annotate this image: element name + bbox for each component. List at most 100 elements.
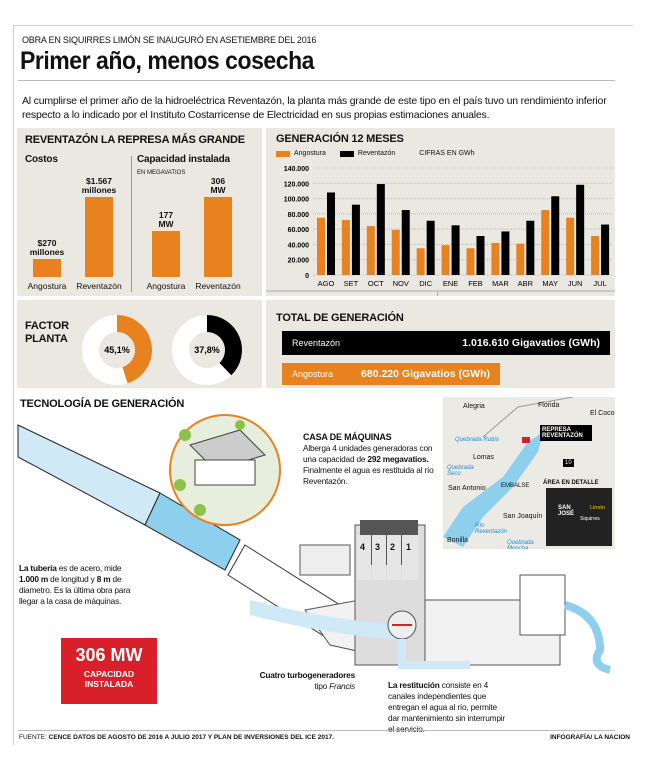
page-title: Primer año, menos cosecha [20, 47, 315, 75]
kicker: OBRA EN SIQUIRRES LIMÓN SE INAUGURÓ EN A… [22, 35, 317, 45]
y-tick-label: 80.000 [288, 212, 310, 219]
donut-label: 37,8% [194, 345, 220, 355]
year-label: 2016 [326, 295, 343, 296]
legend-label: Reventazón [357, 150, 396, 157]
y-tick-label: 60.000 [288, 227, 310, 234]
divider [18, 730, 615, 731]
bar-label: Reventazón [292, 338, 341, 348]
panel-title: REVENTAZÓN LA REPRESA MÁS GRANDE [25, 134, 245, 146]
donut-slice [206, 315, 242, 376]
tech-title: TECNOLOGÍA DE GENERACIÓN [20, 398, 185, 410]
bar-angostura [491, 242, 500, 275]
capacity-title: Capacidad instalada [137, 154, 230, 165]
capacity-panel: REVENTAZÓN LA REPRESA MÁS GRANDE Costos … [17, 128, 262, 296]
map-place: Florida [538, 402, 560, 409]
text: Alberga 4 unidades generadoras con una c… [303, 443, 433, 464]
powerhouse-inset [169, 414, 281, 526]
x-tick-label: SET [344, 279, 359, 288]
tuberia-note: La tubería es de acero, mide 1.000 m de … [19, 563, 134, 607]
y-tick-label: 40.000 [288, 242, 310, 249]
casa-note: CASA DE MÁQUINAS Alberga 4 unidades gene… [303, 432, 438, 487]
bar [204, 197, 232, 277]
factor-panel: FACTOR PLANTA 45,1%37,8% [17, 300, 262, 388]
map-river: Río Reventazón [475, 523, 508, 535]
legend: Angostura Reventazón CIFRAS EN GWh [276, 150, 475, 157]
bar-reventazon [351, 204, 360, 275]
route-shield: 10 [563, 459, 574, 467]
bar-reventazon [501, 231, 510, 275]
text: tipo [314, 681, 330, 691]
bar-angostura [416, 248, 425, 275]
detail-label: Limón [590, 505, 605, 511]
bar-angostura [516, 243, 525, 275]
total-bar-reventazon: Reventazón 1.016.610 Gigavatios (GWh) [282, 331, 610, 355]
bar-category: Angostura [146, 281, 186, 291]
intro-text: Al cumplirse el primer año de la hidroel… [22, 95, 607, 121]
factor-donuts: 45,1%37,8% [82, 315, 242, 385]
bar-category: Reventazón [76, 281, 122, 291]
total-title: TOTAL DE GENERACIÓN [276, 312, 404, 324]
bar-value: 1.016.610 Gigavatios (GWh) [462, 337, 600, 349]
bar-reventazon [601, 224, 610, 275]
bar-category: Angostura [27, 281, 67, 291]
text-bold: 292 megavatios. [367, 454, 429, 464]
y-tick-label: 120.000 [284, 181, 309, 188]
legend-swatch-reventazon [339, 150, 354, 157]
x-tick-label: NOV [393, 279, 409, 288]
bar-value: 680.220 Gigavatios (GWh) [361, 368, 490, 380]
x-tick-label: JUN [568, 279, 583, 288]
total-panel: TOTAL DE GENERACIÓN Reventazón 1.016.610 … [266, 300, 615, 388]
frame [13, 25, 633, 745]
detail-label: Siquirres [580, 516, 600, 522]
text: Finalmente el agua es restituida al río … [303, 465, 434, 486]
costs-title: Costos [25, 154, 58, 165]
bar-reventazon [476, 236, 485, 275]
year-label: 2017 [548, 295, 565, 296]
text-bold: La tubería [19, 563, 57, 573]
x-tick-label: OCT [368, 279, 384, 288]
x-tick-label: DIC [419, 279, 433, 288]
detail-label: SAN JOSÉ [558, 505, 575, 517]
x-tick-label: AGO [318, 279, 335, 288]
map-place: Lomas [473, 454, 495, 461]
detail-map: SAN JOSÉ Limón Siquirres [546, 488, 612, 546]
unit-label: 3 [375, 542, 380, 552]
generation-title: GENERACIÓN 12 MESES [276, 133, 404, 145]
bar [85, 197, 113, 277]
badge-value: 306 MW [75, 645, 143, 665]
footer-credit: INFOGRAFÍA/ LA NACION [550, 734, 630, 741]
restitucion-note: La restitución consiste en 4 canales ind… [388, 680, 506, 735]
text: FUENTE: [19, 734, 47, 741]
x-tick-label: FEB [468, 279, 483, 288]
map-river: Quebrada Moncha [507, 540, 534, 549]
bar-angostura [391, 229, 400, 275]
text: es de acero, mide [56, 563, 122, 573]
bar-angostura [591, 236, 600, 275]
bar-category: Reventazón [195, 281, 241, 291]
bar [33, 259, 61, 277]
bar-angostura [566, 217, 575, 275]
map-river: Quebrada Rubio [455, 437, 500, 443]
bar-angostura [441, 245, 450, 275]
bar-angostura [341, 219, 350, 275]
unit-label: 2 [390, 542, 395, 552]
bar-reventazon [551, 196, 560, 275]
x-tick-label: MAR [492, 279, 509, 288]
map-river: Quebrada Seco [447, 465, 474, 477]
unit-label: 4 [360, 542, 365, 552]
location-map: Alegria Florida El Coco Lomas San Antoni… [443, 397, 615, 549]
bar-label: Angostura [292, 369, 334, 379]
y-tick-label: 140.000 [284, 166, 309, 173]
map-place: Bonilla [447, 537, 469, 544]
legend-swatch-angostura [276, 150, 290, 157]
generation-panel: GENERACIÓN 12 MESES Angostura Reventazón… [266, 128, 615, 296]
map-place: EMBALSE [501, 483, 530, 489]
units-note: CIFRAS EN GWh [419, 150, 475, 157]
bar-angostura [541, 210, 550, 275]
bar-reventazon [401, 210, 410, 275]
text-bold: 1.000 m [19, 574, 49, 584]
